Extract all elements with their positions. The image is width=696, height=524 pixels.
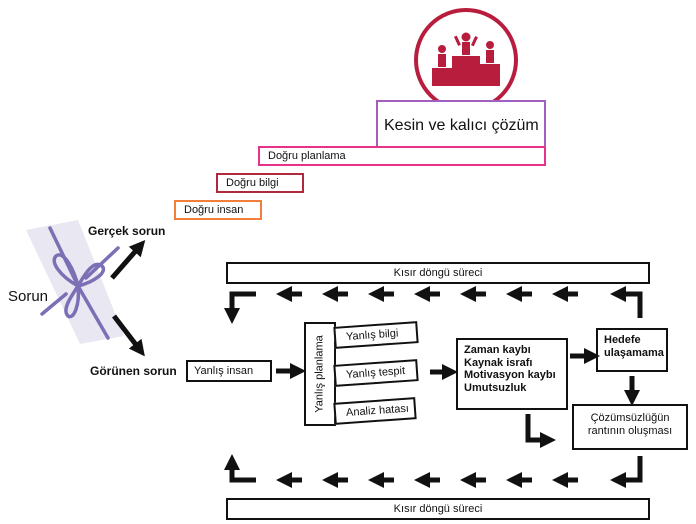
loop-top-end-arrow	[223, 291, 256, 325]
loss-item: Motivasyon kaybı	[464, 369, 556, 382]
loss-item: Zaman kaybı	[464, 344, 531, 356]
branch-down-arrow	[112, 314, 145, 357]
apparent-problem-label: Görünen sorun	[90, 364, 177, 378]
cycle-bottom-box: Kısır döngü süreci	[226, 498, 650, 520]
loop-bottom-end-arrow	[223, 453, 256, 483]
solution-label: Kesin ve kalıcı çözüm	[384, 117, 539, 134]
cycle-top-label: Kısır döngü süreci	[393, 266, 483, 279]
problem-label: Sorun	[8, 288, 49, 305]
step-right-info-label: Doğru bilgi	[226, 177, 279, 189]
step-right-person-label: Doğru insan	[184, 204, 244, 216]
rent-label: Çözümsüzlüğün rantının oluşması	[587, 412, 673, 437]
goal-fail-label: Hedefe ulaşamama	[604, 334, 664, 359]
step-right-planning-label: Doğru planlama	[268, 150, 346, 162]
step-right-person: Doğru insan	[174, 200, 262, 220]
cycle-top-box: Kısır döngü süreci	[226, 262, 650, 284]
branch-up-arrow	[110, 239, 146, 280]
loop-top-corner-arrow	[609, 285, 643, 318]
step-right-planning: Doğru planlama	[258, 146, 546, 166]
wrong-person-label: Yanlış insan	[194, 364, 254, 377]
flow-arrow	[525, 414, 557, 449]
podium-icon	[412, 6, 520, 114]
real-problem-label: Gerçek sorun	[88, 224, 166, 238]
knot-icon	[20, 218, 130, 346]
wrong-person-box: Yanlış insan	[186, 360, 272, 382]
cycle-bottom-label: Kısır döngü süreci	[393, 502, 483, 515]
rent-box: Çözümsüzlüğün rantının oluşması	[572, 404, 688, 450]
goal-fail-box: Hedefe ulaşamama	[596, 328, 668, 372]
step-right-info: Doğru bilgi	[216, 173, 304, 193]
losses-box: Zaman kaybı Kaynak israfı Motivasyon kay…	[456, 338, 568, 410]
solution-box: Kesin ve kalıcı çözüm	[376, 100, 546, 146]
loop-bottom-corner-arrow	[609, 456, 643, 489]
loss-item: Kaynak israfı	[464, 356, 533, 369]
loss-item: Umutsuzluk	[464, 381, 527, 394]
